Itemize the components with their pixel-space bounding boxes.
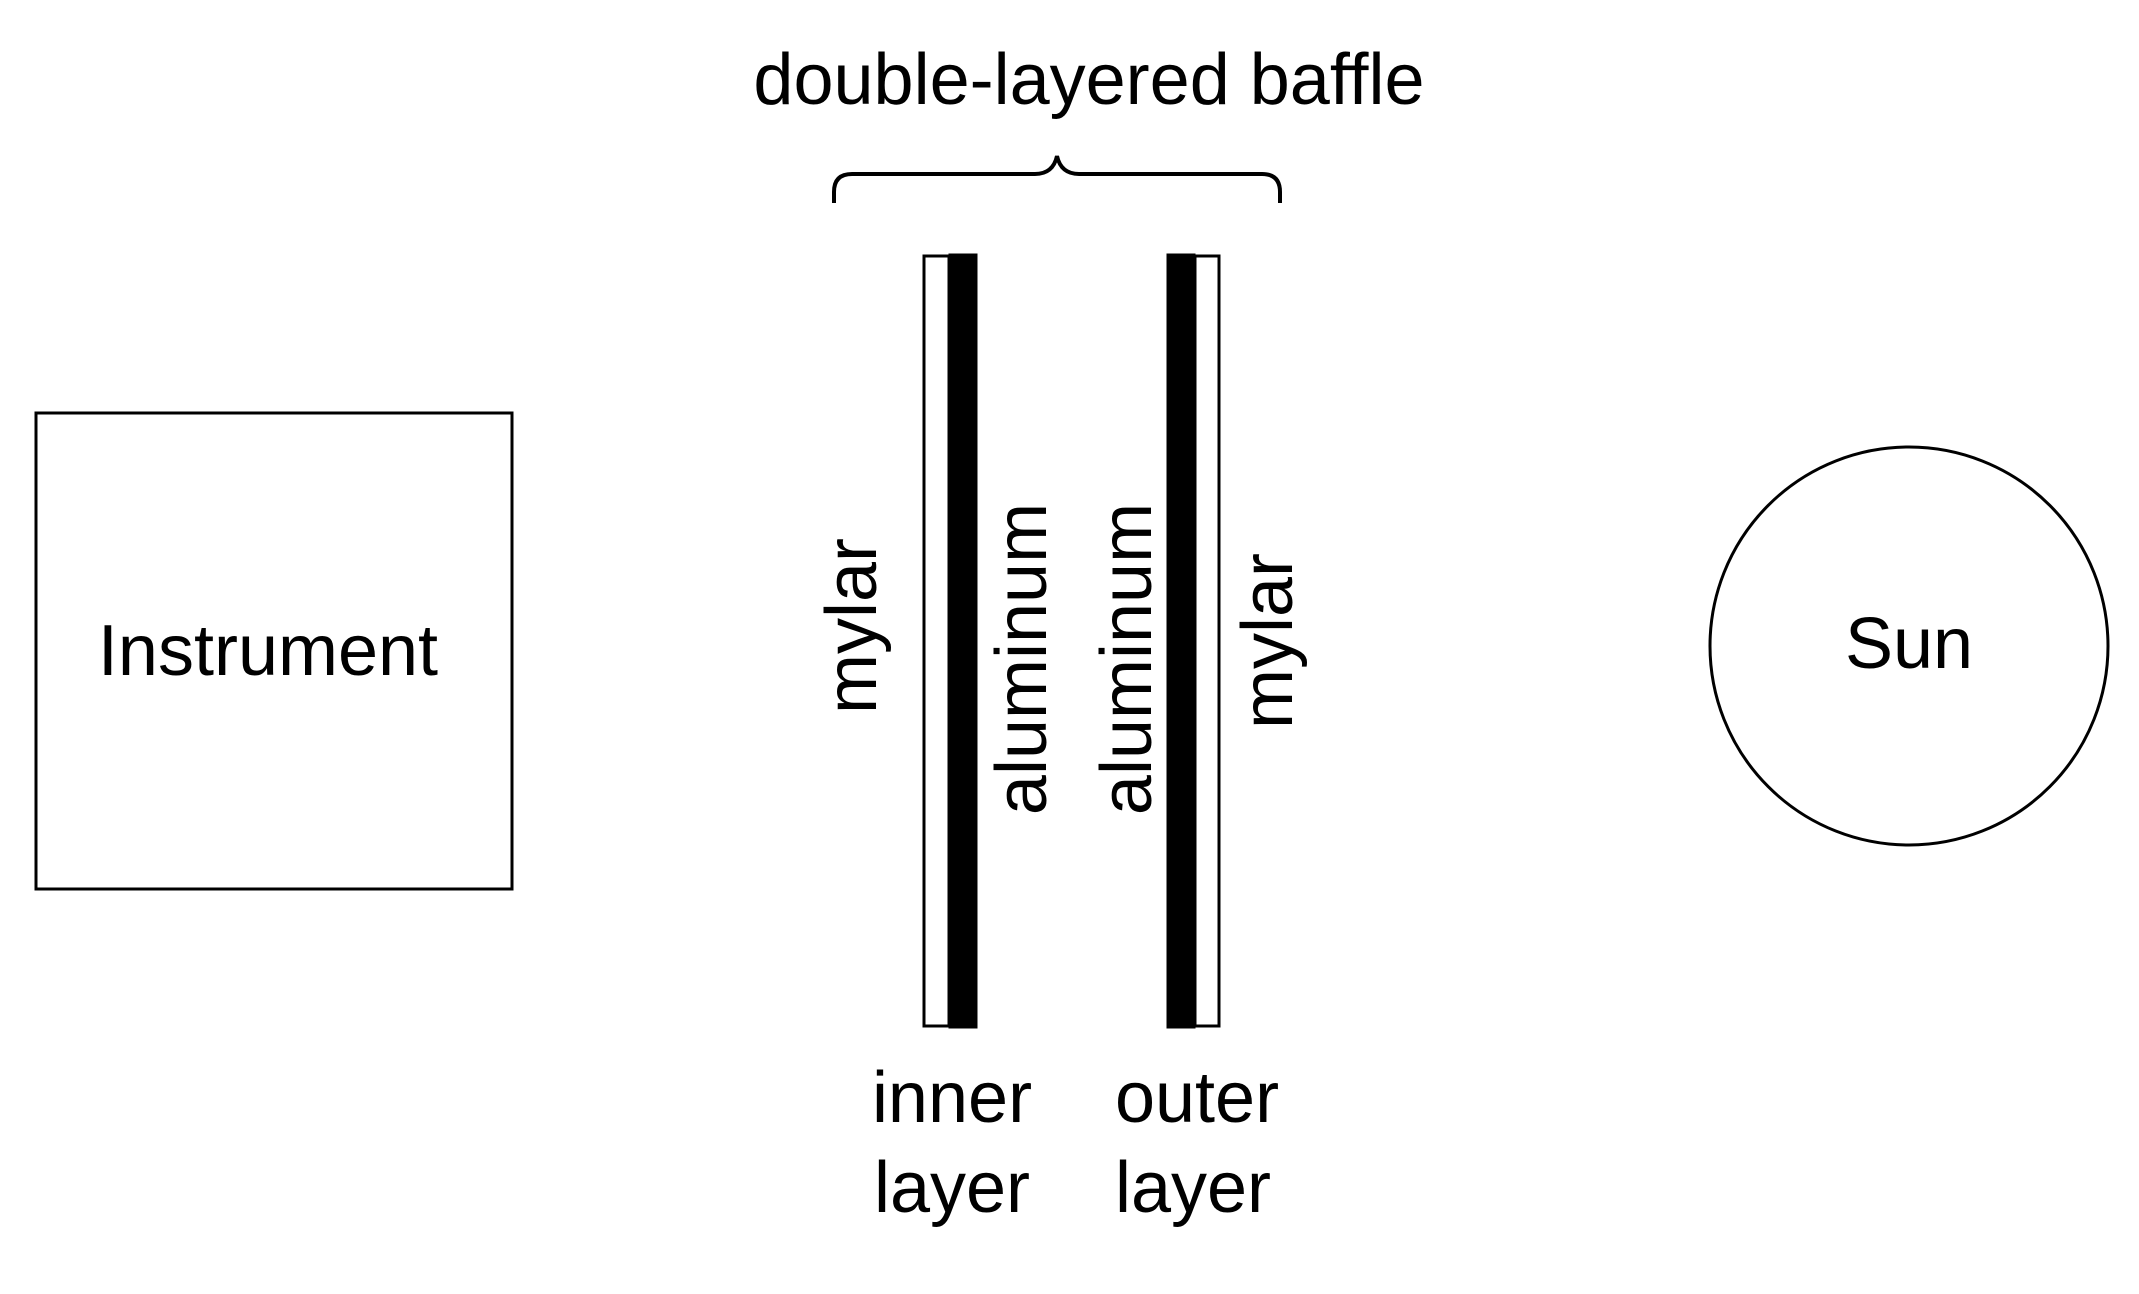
inner-layer-caption-line2: layer [874, 1148, 1030, 1228]
sun-circle [1708, 445, 2110, 847]
outer-layer-caption-line1: outer [1115, 1058, 1279, 1138]
inner-mylar-strip [922, 254, 951, 1028]
instrument-label: Instrument [98, 611, 438, 691]
outer-aluminum-label: aluminum [1087, 503, 1167, 815]
inner-mylar-label: mylar [812, 538, 892, 714]
sun-label: Sun [1845, 604, 1973, 684]
outer-mylar-strip [1193, 254, 1221, 1028]
instrument-box [34, 411, 514, 891]
inner-layer-caption-line1: inner [872, 1058, 1032, 1138]
outer-layer-caption-line2: layer [1115, 1148, 1271, 1228]
outer-aluminum-strip [1166, 253, 1196, 1029]
inner-aluminum-label: aluminum [982, 503, 1062, 815]
inner-aluminum-strip [948, 253, 978, 1029]
diagram-title: double-layered baffle [753, 40, 1424, 120]
outer-mylar-label: mylar [1228, 553, 1308, 729]
baffle-brace [832, 155, 1282, 203]
